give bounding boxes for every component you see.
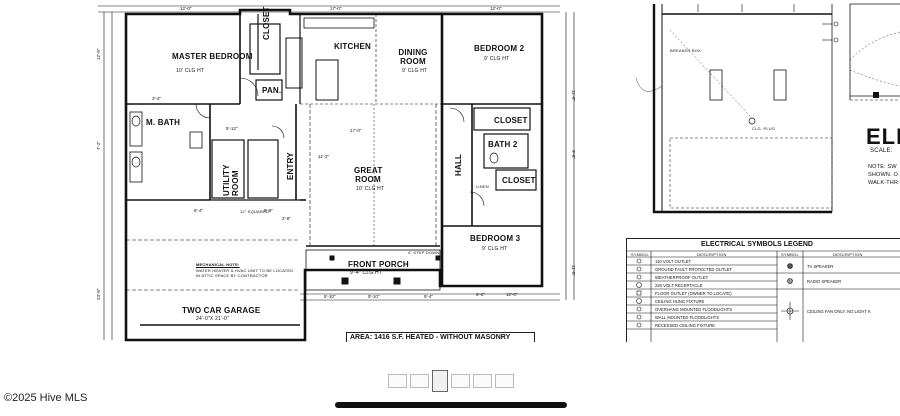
image-viewer[interactable]: 12'-0" 17'-0" 12'-0" 17'-0" 11'-2" 5'-10…	[0, 0, 900, 342]
svg-text:17'-0": 17'-0"	[330, 6, 342, 11]
legend-row: 220 VOLT RECEPTACLE	[655, 283, 703, 288]
thumbnail-active[interactable]	[432, 370, 448, 392]
svg-text:8'-8": 8'-8"	[264, 208, 273, 213]
copyright-watermark: ©2025 Hive MLS	[4, 392, 88, 404]
mechanical-note-text: WATER HEATER & HVAC UNIT TO BE LOCATED I…	[196, 268, 294, 278]
legend-col-description-2: DESCRIPTION	[833, 252, 863, 257]
garage-size: 24'-0"X 21'-0"	[196, 316, 229, 322]
thumbnail[interactable]	[410, 374, 429, 388]
svg-text:11'-8": 11'-8"	[571, 265, 576, 277]
bedroom-3-label: BEDROOM 3	[470, 234, 521, 243]
thumbnail[interactable]	[388, 374, 407, 388]
svg-text:6'-0": 6'-0"	[476, 292, 485, 297]
legend-row-right: RADIO SPEAKER	[807, 279, 842, 284]
legend-col-symbol: SYMBOL	[631, 252, 649, 257]
electrical-plan-drawing	[635, 3, 900, 214]
legend-row: OVERHANG MOUNTED FLOODLIGHTS	[655, 307, 733, 312]
svg-text:2'-8": 2'-8"	[282, 216, 291, 221]
svg-text:9'-4": 9'-4"	[424, 294, 433, 299]
bedroom-3-ceiling: 9' CLG HT	[482, 246, 508, 252]
pantry-label: PAN.	[262, 86, 282, 95]
entry-label: ENTRY	[286, 152, 295, 180]
electrical-title: ELE	[866, 124, 900, 149]
legend-col-symbol-2: SYMBOL	[781, 252, 799, 257]
note-line-1: NOTE: SW	[868, 164, 897, 170]
svg-text:12'-0": 12'-0"	[180, 6, 192, 11]
svg-text:3'-4": 3'-4"	[152, 96, 161, 101]
linen-label: LINEN	[476, 184, 489, 189]
great-room-label: GREAT ROOM	[354, 166, 383, 184]
svg-text:12'-0": 12'-0"	[96, 48, 101, 60]
closet-2-label: CLOSET	[494, 116, 528, 125]
dining-ceiling: 9' CLG HT	[402, 68, 428, 74]
breaker-box-label: BREAKER BOX	[670, 48, 701, 53]
legend-row: RECESSED CEILING FIXTURE	[655, 323, 716, 328]
legend-row-right: CEILING FAN ONLY, NO LIGHT K	[807, 309, 871, 314]
svg-text:9'-8": 9'-8"	[571, 150, 576, 159]
master-bath-label: M. BATH	[146, 118, 181, 127]
svg-text:5'-10": 5'-10"	[324, 294, 336, 299]
svg-text:8'-4": 8'-4"	[194, 208, 203, 213]
svg-text:9'-10": 9'-10"	[368, 294, 380, 299]
bath-2-label: BATH 2	[488, 140, 518, 149]
front-porch-ceiling: 9'-4" CLG HT	[350, 270, 383, 276]
svg-text:11'-2": 11'-2"	[318, 154, 330, 159]
electrical-plan: BREAKER BOX CLG. PLUG ELE SCALE: NOTE: S…	[618, 0, 900, 342]
legend-row: WEATHERPROOF OUTLET	[655, 275, 709, 280]
note-line-2: SHOWN. O	[868, 172, 899, 178]
thumbnail[interactable]	[473, 374, 492, 388]
clg-plug-label: CLG. PLUG	[752, 126, 776, 131]
closet-3-label: CLOSET	[502, 176, 536, 185]
floor-plan-drawing: 12'-0" 17'-0" 12'-0" 17'-0" 11'-2" 5'-10…	[96, 5, 576, 342]
great-room-ceiling: 10' CLG HT	[356, 186, 385, 192]
legend-title: ELECTRICAL SYMBOLS LEGEND	[701, 241, 813, 248]
closet-label: CLOSET	[262, 6, 271, 40]
legend-row: WALL MOUNTED FLOODLIGHTS	[655, 315, 720, 320]
squared-note: 12" SQUARED	[240, 209, 269, 214]
utility-room-label: UTILITY ROOM	[222, 164, 240, 196]
svg-text:12'-0": 12'-0"	[490, 6, 502, 11]
legend-row: 110 VOLT OUTLET	[655, 259, 692, 264]
legend-row: GROUND FAULT PROTECTED OUTLET	[655, 267, 733, 272]
thumbnail-strip	[388, 370, 514, 392]
master-bedroom-label: MASTER BEDROOM	[172, 52, 253, 61]
svg-text:12'-0": 12'-0"	[506, 292, 518, 297]
hall-label: HALL	[454, 153, 463, 176]
legend-row-right: TV SPEAKER	[807, 264, 834, 269]
bedroom-2-ceiling: 9' CLG HT	[484, 56, 510, 62]
dining-room-label: DINING ROOM	[398, 48, 428, 66]
note-line-3: WALK-THR	[868, 180, 899, 186]
legend-row: FLOOR OUTLET (OWNER TO LOCATE)	[655, 291, 732, 296]
electrical-legend: ELECTRICAL SYMBOLS LEGEND	[626, 238, 900, 342]
home-indicator-bar[interactable]	[335, 402, 567, 408]
legend-col-description: DESCRIPTION	[697, 252, 727, 257]
kitchen-label: KITCHEN	[334, 42, 371, 51]
mechanical-note-title: MECHANICAL NOTE:	[196, 262, 240, 267]
svg-text:5'-12": 5'-12"	[226, 126, 238, 131]
thumbnail[interactable]	[451, 374, 470, 388]
svg-text:11'-8": 11'-8"	[571, 90, 576, 102]
step-down-note: 4" STEP DOWN	[408, 250, 440, 255]
master-bedroom-ceiling: 10' CLG HT	[176, 68, 205, 74]
legend-row: CEILING HUNG FIXTURE	[655, 299, 705, 304]
svg-text:17'-0": 17'-0"	[350, 128, 362, 133]
scale-label: SCALE:	[870, 148, 893, 154]
floor-plan: 12'-0" 17'-0" 12'-0" 17'-0" 11'-2" 5'-10…	[96, 5, 576, 342]
bedroom-2-label: BEDROOM 2	[474, 44, 525, 53]
thumbnail[interactable]	[495, 374, 514, 388]
garage-label: TWO CAR GARAGE	[182, 306, 261, 315]
svg-text:7'-2": 7'-2"	[96, 141, 101, 150]
svg-text:23'-8": 23'-8"	[96, 288, 101, 300]
legend-grid	[627, 250, 900, 342]
area-label: AREA: 1416 S.F. HEATED - WITHOUT MASONRY	[346, 332, 535, 342]
front-porch-label: FRONT PORCH	[348, 260, 409, 269]
